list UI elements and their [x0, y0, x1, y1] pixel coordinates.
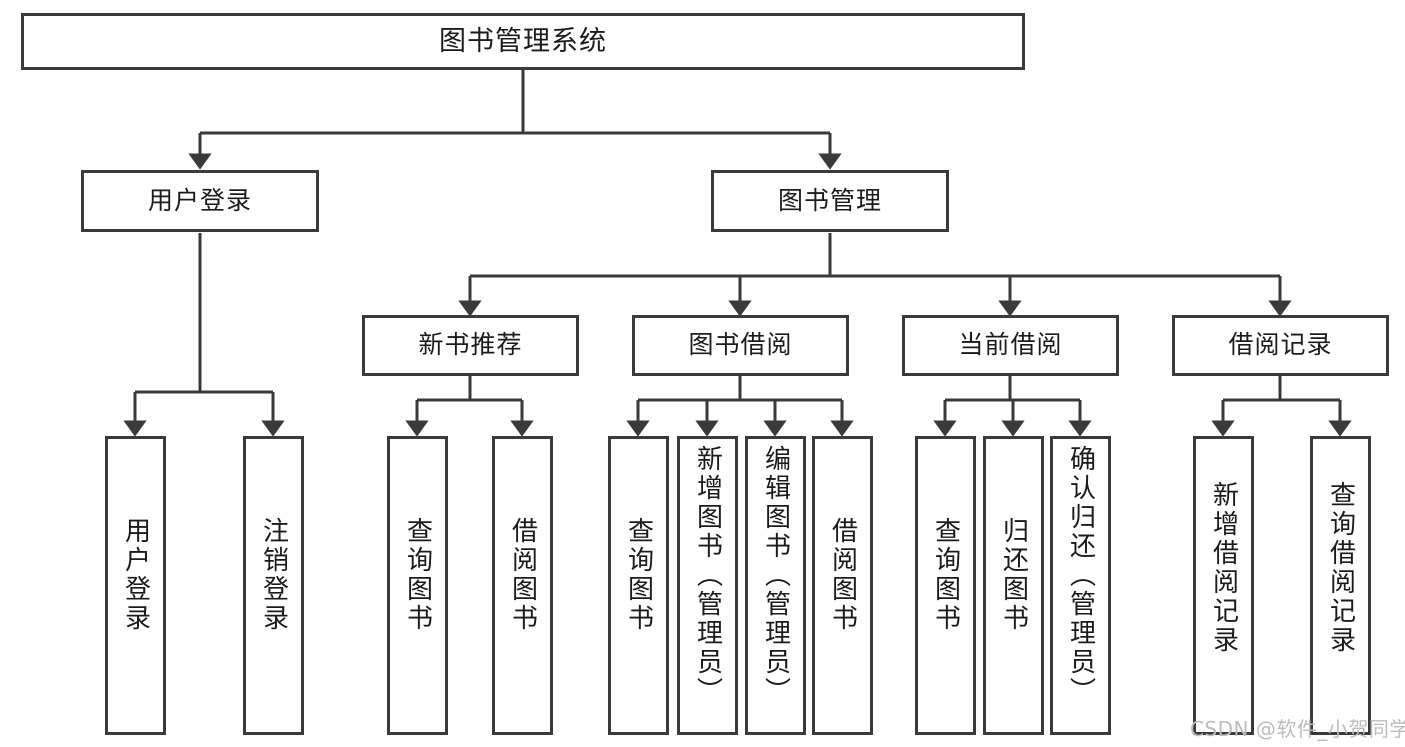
leaf-current-return-book[interactable]: 归还图书: [983, 436, 1044, 735]
leaf-current-query-book-label: 查询图书: [930, 517, 961, 633]
node-root[interactable]: 图书管理系统: [21, 13, 1025, 70]
leaf-borrow-borrow-book-label: 借阅图书: [827, 517, 858, 633]
leaf-record-add-record[interactable]: 新增借阅记录: [1193, 436, 1254, 735]
node-user-login-label: 用户登录: [147, 185, 252, 215]
leaf-recommend-borrow-book-label: 借阅图书: [507, 517, 538, 633]
node-book-borrow-label: 图书借阅: [688, 330, 793, 360]
leaf-user-login-signin[interactable]: 用户登录: [105, 436, 166, 735]
node-book-borrow[interactable]: 图书借阅: [632, 315, 849, 376]
node-new-book-recommend[interactable]: 新书推荐: [362, 315, 579, 376]
leaf-recommend-query-book-label: 查询图书: [402, 517, 433, 633]
leaf-current-query-book[interactable]: 查询图书: [915, 436, 976, 735]
leaf-borrow-add-book-admin-label: 新增图书（管理员）: [692, 445, 723, 706]
node-book-management-label: 图书管理: [777, 185, 882, 215]
leaf-borrow-add-book-admin[interactable]: 新增图书（管理员）: [677, 436, 738, 735]
leaf-user-login-signout[interactable]: 注销登录: [243, 436, 304, 735]
node-root-label: 图书管理系统: [439, 25, 607, 57]
node-borrow-record[interactable]: 借阅记录: [1172, 315, 1389, 376]
node-current-borrow-label: 当前借阅: [958, 330, 1063, 360]
leaf-borrow-query-book[interactable]: 查询图书: [608, 436, 669, 735]
leaf-current-return-book-label: 归还图书: [998, 517, 1029, 633]
leaf-borrow-edit-book-admin[interactable]: 编辑图书（管理员）: [745, 436, 806, 735]
node-new-book-recommend-label: 新书推荐: [418, 330, 523, 360]
leaf-recommend-borrow-book[interactable]: 借阅图书: [492, 436, 553, 735]
leaf-user-login-signin-label: 用户登录: [120, 517, 151, 633]
leaf-recommend-query-book[interactable]: 查询图书: [387, 436, 448, 735]
watermark-csdn: CSDN @软件_小贺同学: [1190, 717, 1405, 741]
leaf-current-confirm-return-admin[interactable]: 确认归还（管理员）: [1050, 436, 1111, 735]
leaf-borrow-edit-book-admin-label: 编辑图书（管理员）: [760, 445, 791, 706]
leaf-record-query-record[interactable]: 查询借阅记录: [1310, 436, 1371, 735]
leaf-borrow-borrow-book[interactable]: 借阅图书: [812, 436, 873, 735]
node-current-borrow[interactable]: 当前借阅: [902, 315, 1119, 376]
leaf-record-query-record-label: 查询借阅记录: [1325, 481, 1356, 655]
node-book-management[interactable]: 图书管理: [711, 170, 949, 232]
node-user-login[interactable]: 用户登录: [81, 170, 319, 232]
leaf-record-add-record-label: 新增借阅记录: [1208, 481, 1239, 655]
leaf-user-login-signout-label: 注销登录: [258, 517, 289, 633]
leaf-borrow-query-book-label: 查询图书: [623, 517, 654, 633]
node-borrow-record-label: 借阅记录: [1228, 330, 1333, 360]
leaf-current-confirm-return-admin-label: 确认归还（管理员）: [1065, 445, 1096, 706]
